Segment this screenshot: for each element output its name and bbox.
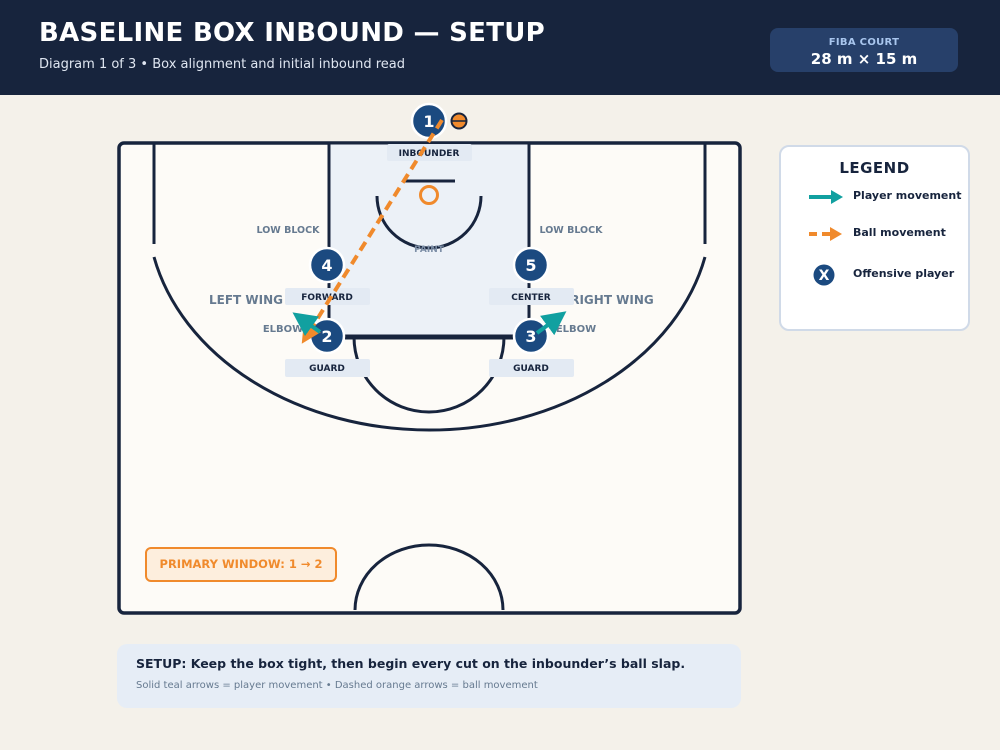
primary-window-callout: PRIMARY WINDOW: 1 → 2	[145, 547, 337, 582]
offensive-player-icon: X	[813, 264, 835, 286]
paint-label: PAINT	[414, 245, 445, 255]
page-title: BASELINE BOX INBOUND — SETUP	[39, 18, 546, 48]
low-block-left-label: LOW BLOCK	[257, 225, 321, 236]
legend-panel: LEGEND Player movement Ball movement X O…	[779, 145, 970, 331]
setup-note-sub: Solid teal arrows = player movement • Da…	[136, 680, 538, 691]
setup-note: SETUP: Keep the box tight, then begin ev…	[117, 644, 741, 708]
role-tag-3: GUARD	[513, 364, 549, 374]
role-tag-1: INBOUNDER	[399, 149, 460, 159]
role-tag-2-bg	[285, 359, 370, 377]
player-5-number: 5	[525, 256, 536, 275]
elbow-right-label: ELBOW	[556, 324, 596, 335]
hoop	[419, 185, 439, 205]
role-tag-5: CENTER	[511, 293, 551, 303]
legend-offensive-player: Offensive player	[853, 267, 955, 280]
page-subtitle: Diagram 1 of 3 • Box alignment and initi…	[39, 57, 405, 72]
court-size-badge: FIBA COURT 28 m × 15 m	[770, 28, 958, 72]
role-tag-4-bg	[285, 288, 370, 305]
elbow-left-label: ELBOW	[263, 324, 303, 335]
legend-player-movement: Player movement	[853, 189, 962, 202]
player-3-cut-arrow	[535, 311, 567, 336]
player-2-cut-arrow	[292, 312, 322, 337]
player-4: 4	[308, 246, 346, 284]
role-tag-5-bg	[489, 288, 574, 305]
player-2-number: 2	[321, 327, 332, 346]
legend-title: LEGEND	[839, 159, 910, 177]
court-badge-label: FIBA COURT	[828, 37, 900, 48]
ball-icon	[450, 112, 468, 130]
role-tag-1-bg	[387, 144, 472, 161]
player-3: 3	[512, 317, 550, 355]
paint-area	[327, 141, 531, 339]
player-4-number: 4	[321, 256, 332, 275]
player-5: 5	[512, 246, 550, 284]
header-bar: BASELINE BOX INBOUND — SETUP Diagram 1 o…	[0, 0, 1000, 95]
three-point-arc	[152, 256, 707, 432]
court-badge-value: 28 m × 15 m	[810, 50, 918, 68]
role-tag-2: GUARD	[309, 364, 345, 374]
center-circle-arc	[353, 543, 505, 611]
setup-note-main: SETUP: Keep the box tight, then begin ev…	[136, 656, 686, 671]
player-1-number: 1	[423, 112, 434, 131]
role-tag-3-bg	[489, 359, 574, 377]
player-3-number: 3	[525, 327, 536, 346]
ball-pass-arrow	[301, 118, 444, 344]
role-tag-4: FORWARD	[301, 293, 353, 303]
left-wing-label: LEFT WING	[209, 293, 283, 307]
low-block-right-label: LOW BLOCK	[540, 225, 604, 236]
orange-dashed-arrow-icon	[809, 227, 842, 241]
offensive-player-symbol: X	[819, 268, 830, 284]
teal-arrow-icon	[809, 190, 843, 204]
legend-ball-movement: Ball movement	[853, 226, 946, 239]
right-wing-label: RIGHT WING	[570, 293, 654, 307]
